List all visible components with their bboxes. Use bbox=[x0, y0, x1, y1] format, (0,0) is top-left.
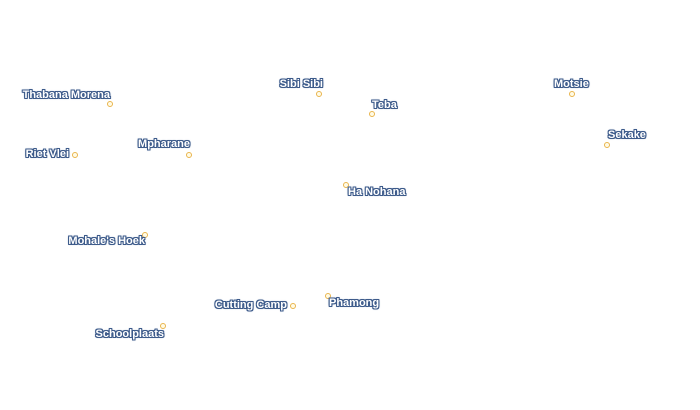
place-label-sekake: Sekake bbox=[608, 129, 646, 141]
place-label-motsie: Motsie bbox=[554, 78, 589, 90]
town-dot-icon bbox=[107, 101, 113, 107]
town-dot-icon bbox=[369, 111, 375, 117]
place-label-mohales-hoek: Mohale's Hoek bbox=[68, 235, 145, 247]
place-label-riet-vlei: Riet Vlei bbox=[25, 148, 69, 160]
town-dot-icon bbox=[142, 232, 148, 238]
place-label-cutting-camp: Cutting Camp bbox=[214, 299, 287, 311]
town-dot-icon bbox=[160, 323, 166, 329]
town-dot-icon bbox=[186, 152, 192, 158]
place-label-ha-nohana: Ha Nohana bbox=[348, 186, 406, 198]
town-dot-icon bbox=[343, 182, 349, 188]
place-label-phamong: Phamong bbox=[329, 297, 380, 309]
place-label-sibi-sibi: Sibi Sibi bbox=[279, 78, 323, 90]
town-dot-icon bbox=[72, 152, 78, 158]
place-label-schoolplaats: Schoolplaats bbox=[95, 328, 164, 340]
town-dot-icon bbox=[290, 303, 296, 309]
town-dot-icon bbox=[604, 142, 610, 148]
place-label-mpharane: Mpharane bbox=[138, 138, 190, 150]
town-dot-icon bbox=[325, 293, 331, 299]
town-dot-icon bbox=[569, 91, 575, 97]
place-label-thabana-morena: Thabana Morena bbox=[22, 89, 110, 101]
town-dot-icon bbox=[316, 91, 322, 97]
place-label-teba: Teba bbox=[372, 99, 397, 111]
